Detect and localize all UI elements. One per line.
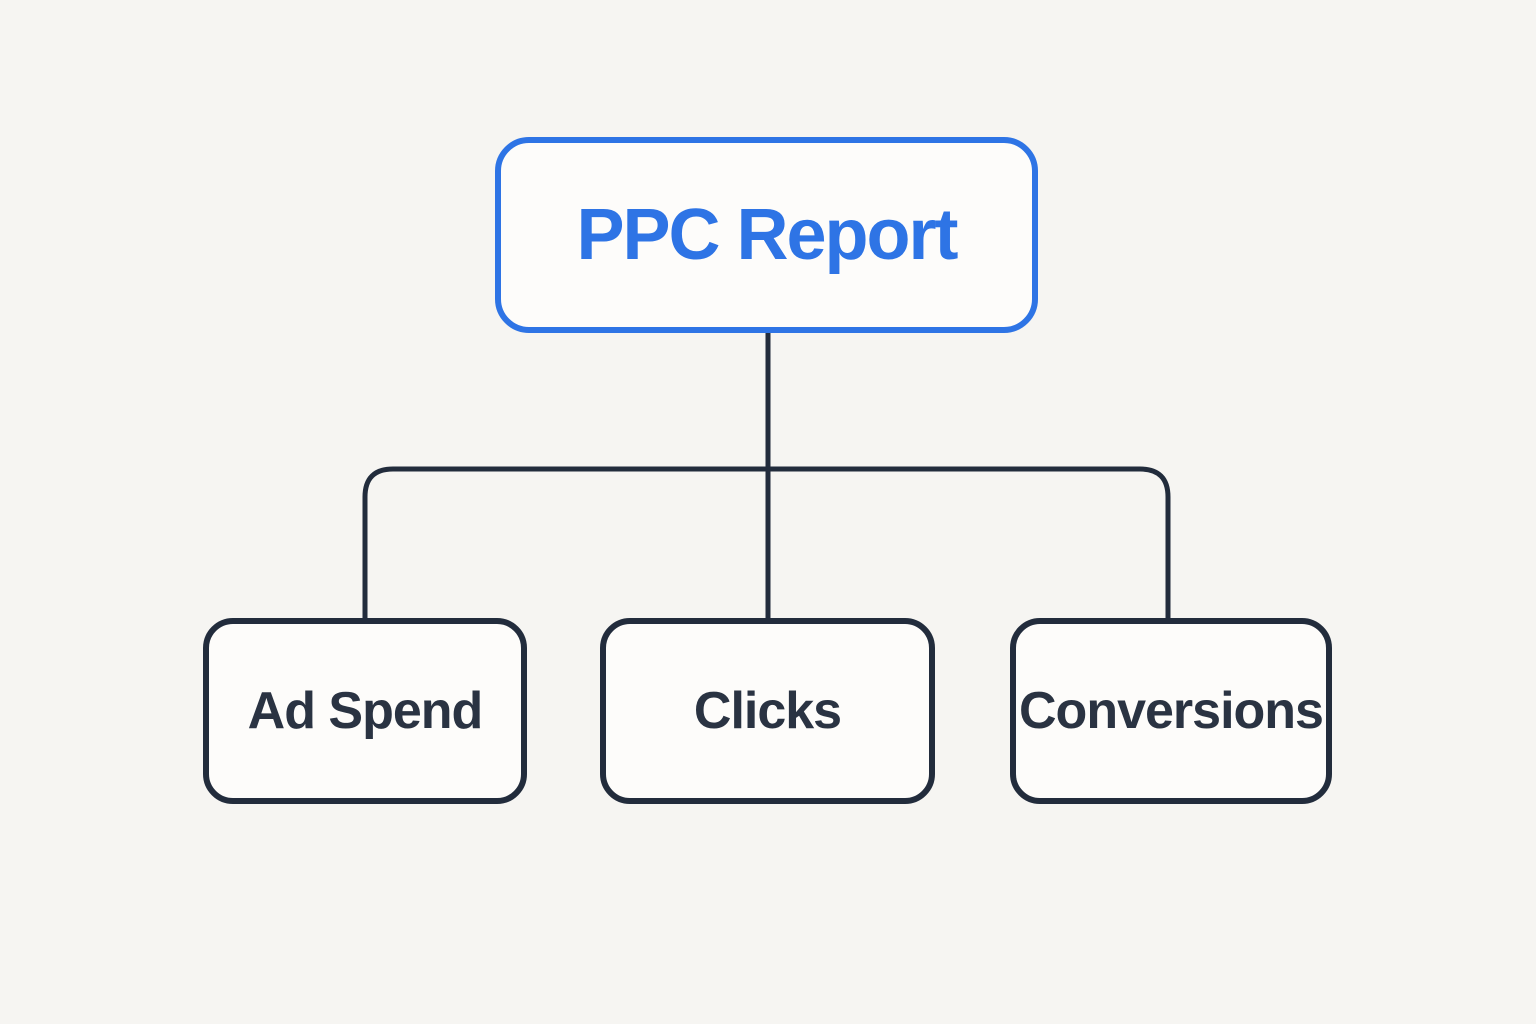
node-ad-spend: Ad Spend [203, 618, 527, 804]
node-conversions-label: Conversions [1019, 682, 1324, 740]
node-clicks-label: Clicks [693, 682, 842, 740]
node-ppc-report: PPC Report [495, 137, 1038, 333]
edge-branch-to-ad-spend-and-conversions [362, 466, 1171, 620]
node-ppc-report-label: PPC Report [576, 195, 958, 275]
node-conversions: Conversions [1010, 618, 1332, 804]
node-clicks: Clicks [600, 618, 935, 804]
node-ad-spend-label: Ad Spend [247, 682, 484, 740]
